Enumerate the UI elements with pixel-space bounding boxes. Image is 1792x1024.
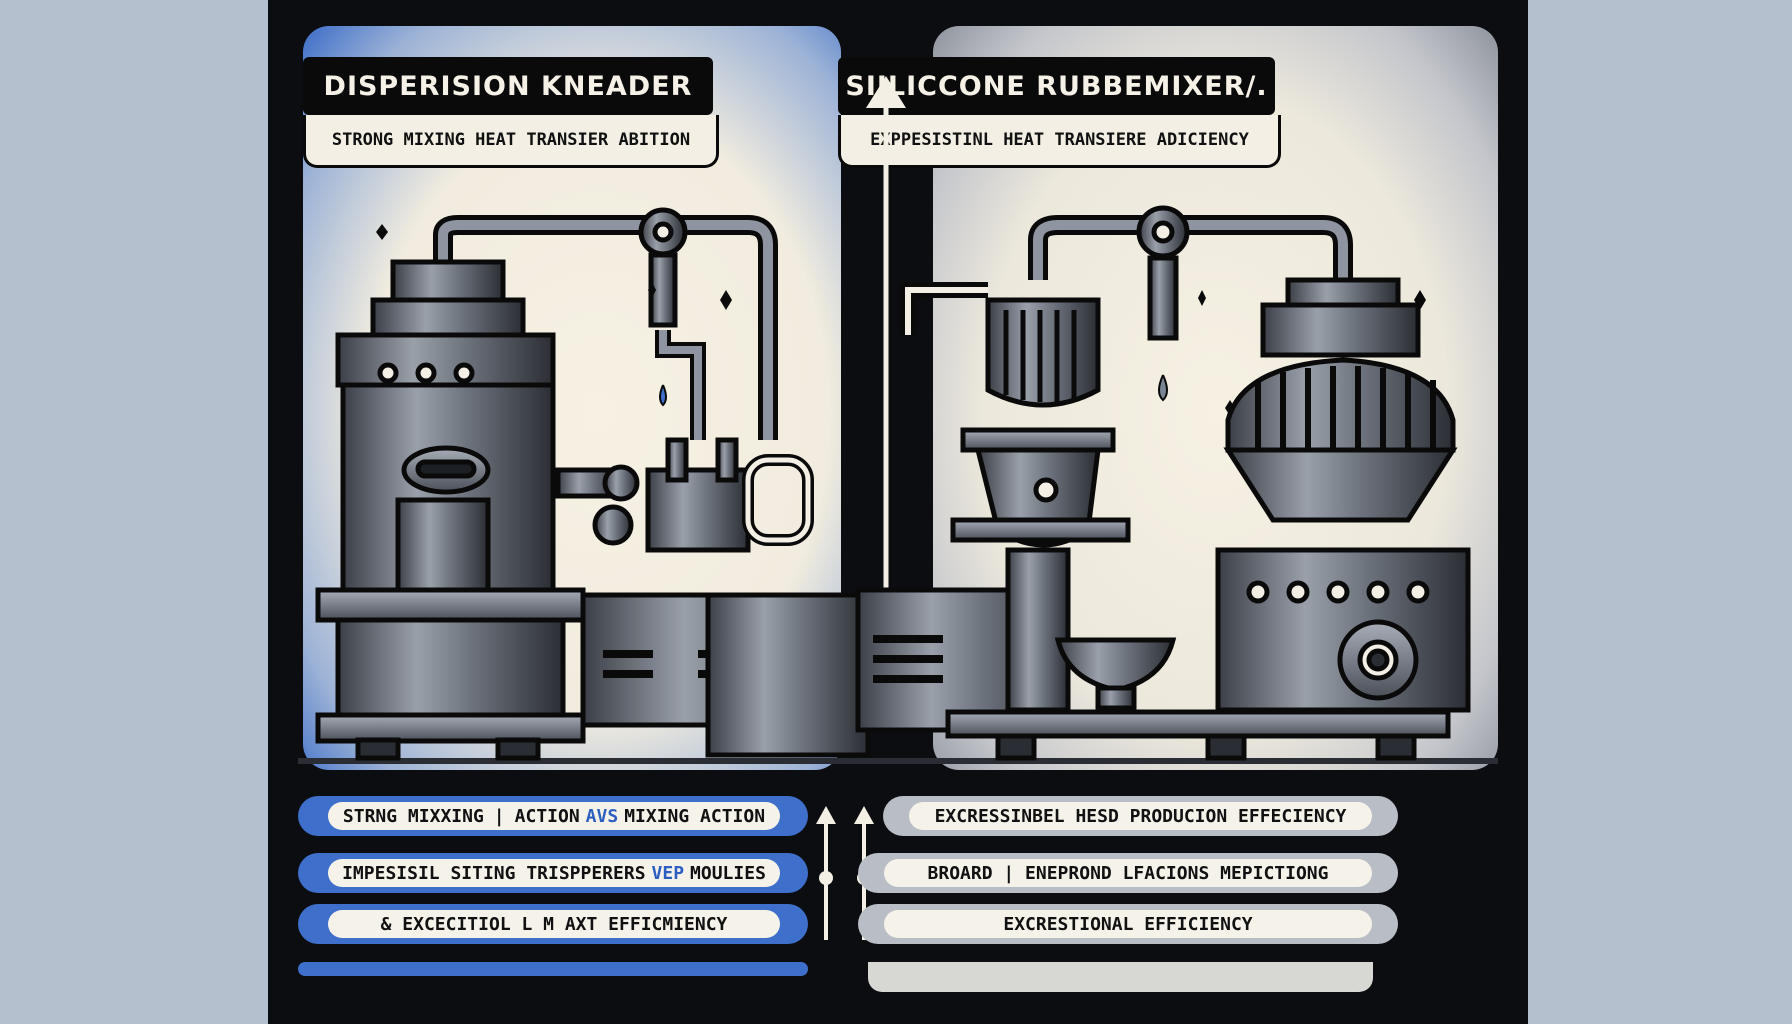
left-row-1-text-a: STRNG MIXXING	[342, 805, 484, 827]
sparkle-decorations	[376, 224, 1426, 416]
left-row-3-text: & EXCECITIOL L M AXT EFFICMIENCY	[380, 913, 728, 935]
left-row-1-highlight: AVS	[585, 805, 619, 827]
right-row-3-text: EXCRESTIONAL EFFICIENCY	[1003, 913, 1253, 935]
right-feature-row-3: EXCRESTIONAL EFFICIENCY	[858, 904, 1398, 944]
right-subtitle: EXPPESISTINL HEAT TRANSIERE ADICIENCY	[838, 115, 1281, 168]
right-row-1-text: EXCRESSINBEL HESD PRODUCION EFFECIENCY	[934, 805, 1347, 827]
machinery-illustration	[298, 76, 1498, 764]
left-row-2-text-c: MOULIES	[690, 862, 766, 884]
left-footer-bar	[298, 962, 808, 976]
left-subtitle: STRONG MIXING HEAT TRANSIER ABITION	[303, 115, 719, 168]
right-title-text: SIILICCONE RUBBEMIXER/.	[845, 70, 1268, 102]
right-margin	[1528, 0, 1792, 1024]
silicone-mixer-machine	[900, 205, 1471, 761]
left-row-1-text-c: MIXING ACTION	[624, 805, 766, 827]
left-row-2-highlight: VEP	[651, 862, 685, 884]
comparison-poster: DISPERISION KNEADER STRONG MIXING HEAT T…	[268, 0, 1528, 1024]
right-row-2-text: BROARD | ENEPROND LFACIONS MEPICTIONG	[927, 862, 1329, 884]
right-feature-row-1: EXCRESSINBEL HESD PRODUCION EFFECIENCY	[883, 796, 1398, 836]
dispersion-kneader-machine	[315, 207, 876, 761]
floor-line	[298, 758, 1498, 764]
left-title: DISPERISION KNEADER	[303, 57, 713, 115]
right-subtitle-text: EXPPESISTINL HEAT TRANSIERE ADICIENCY	[870, 130, 1249, 150]
left-subtitle-text: STRONG MIXING HEAT TRANSIER ABITION	[331, 130, 691, 150]
left-row-1-separator: |	[493, 805, 505, 827]
left-row-2-text-a: IMPESISIL SITING TRISPPERERS	[342, 862, 646, 884]
right-feature-row-2: BROARD | ENEPROND LFACIONS MEPICTIONG	[858, 853, 1398, 893]
right-footer-bar	[868, 962, 1373, 992]
left-feature-row-1: STRNG MIXXING | ACTION AVS MIXING ACTION	[298, 796, 808, 836]
left-margin	[0, 0, 268, 1024]
left-feature-row-2: IMPESISIL SITING TRISPPERERS VEP MOULIES	[298, 853, 808, 893]
left-feature-row-3: & EXCECITIOL L M AXT EFFICMIENCY	[298, 904, 808, 944]
center-up-arrow	[866, 76, 906, 590]
left-title-text: DISPERISION KNEADER	[323, 70, 693, 102]
right-title: SIILICCONE RUBBEMIXER/.	[838, 57, 1275, 115]
left-row-1-text-b: ACTION	[514, 805, 580, 827]
